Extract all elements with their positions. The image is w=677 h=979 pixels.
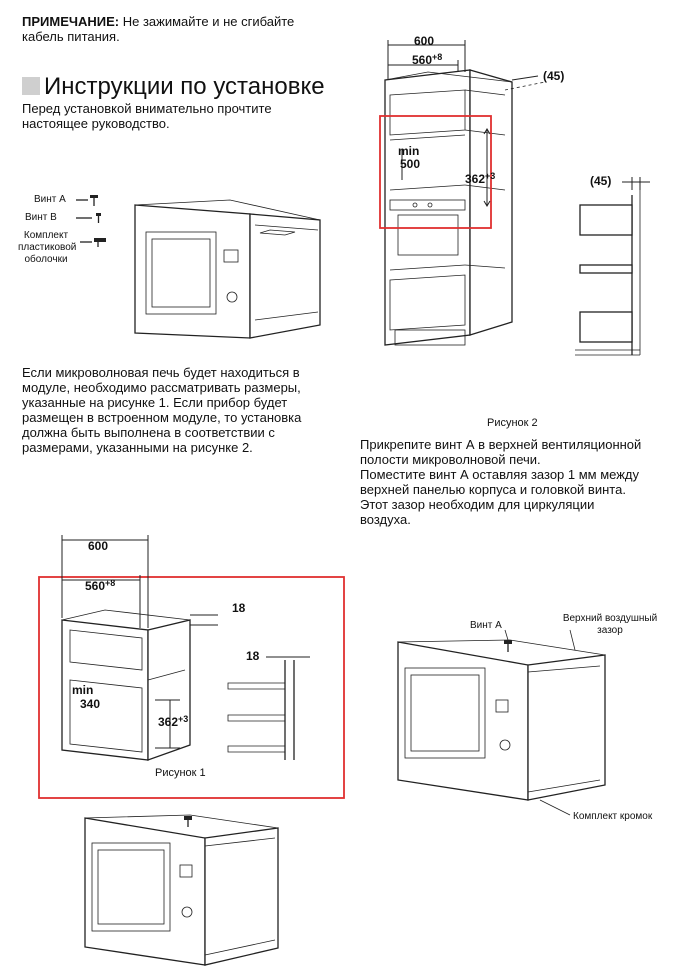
fig1-dim-min: min [72, 683, 93, 697]
paragraph-screw: Прикрепите винт А в верхней вентиляционн… [360, 437, 641, 527]
paragraph-module-line: модуле, необходимо рассматривать размеры… [22, 380, 301, 395]
kit-line-3: оболочки [24, 254, 68, 265]
figure-2-caption: Рисунок 2 [487, 417, 538, 429]
fig1-dim-600: 600 [88, 539, 108, 553]
kit-line-1: Комплект [23, 230, 69, 241]
section-intro: Перед установкой внимательно прочтите на… [22, 101, 272, 131]
air-gap-line-2: зазор [597, 625, 623, 636]
fig1-dim-18-side: 18 [246, 649, 260, 663]
gap-label-screw-a: Винт А [470, 620, 502, 631]
paragraph-screw-line: полости микроволновой печи. [360, 452, 541, 467]
screw-a-icon [90, 195, 98, 206]
title-marker [22, 77, 40, 95]
screw-a-icon [504, 640, 512, 652]
fig2-dim-600: 600 [414, 34, 434, 48]
fig1-dim-340: 340 [80, 697, 100, 711]
screw-a-icon [184, 816, 192, 827]
note: ПРИМЕЧАНИЕ: Не зажимайте и не сгибайте к… [22, 14, 294, 44]
intro-line-2: настоящее руководство. [22, 116, 170, 131]
kit-line-2: пластиковой [18, 242, 77, 253]
paragraph-screw-line: Этот зазор необходим для циркуляции [360, 497, 595, 512]
paragraph-module-line: указанные на рисунке 1. Если прибор буде… [22, 395, 288, 410]
fig2-dim-362: 362+3 [465, 171, 495, 186]
fig1-dim-560: 560+8 [85, 578, 115, 593]
part-label-screw-a: Винт А [34, 194, 66, 205]
paragraph-screw-line: Прикрепите винт А в верхней вентиляционн… [360, 437, 642, 452]
part-label-screw-b: Винт В [25, 212, 57, 223]
section-title: Инструкции по установке [22, 73, 325, 101]
note-label: ПРИМЕЧАНИЕ: [22, 14, 120, 29]
intro-line-1: Перед установкой внимательно прочтите [22, 101, 272, 116]
air-gap-line-1: Верхний воздушный [562, 613, 658, 624]
paragraph-module-line: должна быть выполнена в соответствии с [22, 425, 275, 440]
figure-1-caption: Рисунок 1 [155, 767, 206, 779]
paragraph-module-line: размерами, указанными на рисунке 2. [22, 440, 253, 455]
fig2-dim-45-top: (45) [543, 69, 564, 83]
paragraph-screw-line: верхней панелью корпуса и головкой винта… [360, 482, 626, 497]
fig1-dim-362: 362+3 [158, 714, 188, 729]
gap-label-air: Верхний воздушный зазор [560, 613, 660, 637]
note-text: Не зажимайте и не сгибайте [119, 14, 295, 29]
paragraph-module-line: Если микроволновая печь будет находиться… [22, 365, 300, 380]
fig2-dim-min: min [398, 144, 419, 158]
fig2-dim-500: 500 [400, 157, 420, 171]
section-title-text: Инструкции по установке [44, 73, 325, 100]
part-label-kit: Комплект пластиковой оболочки [18, 230, 77, 266]
paragraph-screw-line: Поместите винт А оставляя зазор 1 мм меж… [360, 467, 640, 482]
fig1-dim-18-top: 18 [232, 601, 246, 615]
plastic-kit-icon [94, 238, 106, 247]
paragraph-module: Если микроволновая печь будет находиться… [22, 365, 301, 455]
paragraph-module-line: размещен в встроенном модуле, то установ… [22, 410, 302, 425]
paragraph-screw-line: воздуха. [360, 512, 411, 527]
gap-label-edge-kit: Комплект кромок [573, 811, 653, 822]
note-text-line2: кабель питания. [22, 29, 120, 44]
fig2-dim-45-side: (45) [590, 174, 611, 188]
screw-b-icon [96, 213, 101, 223]
fig2-dim-560: 560+8 [412, 52, 442, 67]
